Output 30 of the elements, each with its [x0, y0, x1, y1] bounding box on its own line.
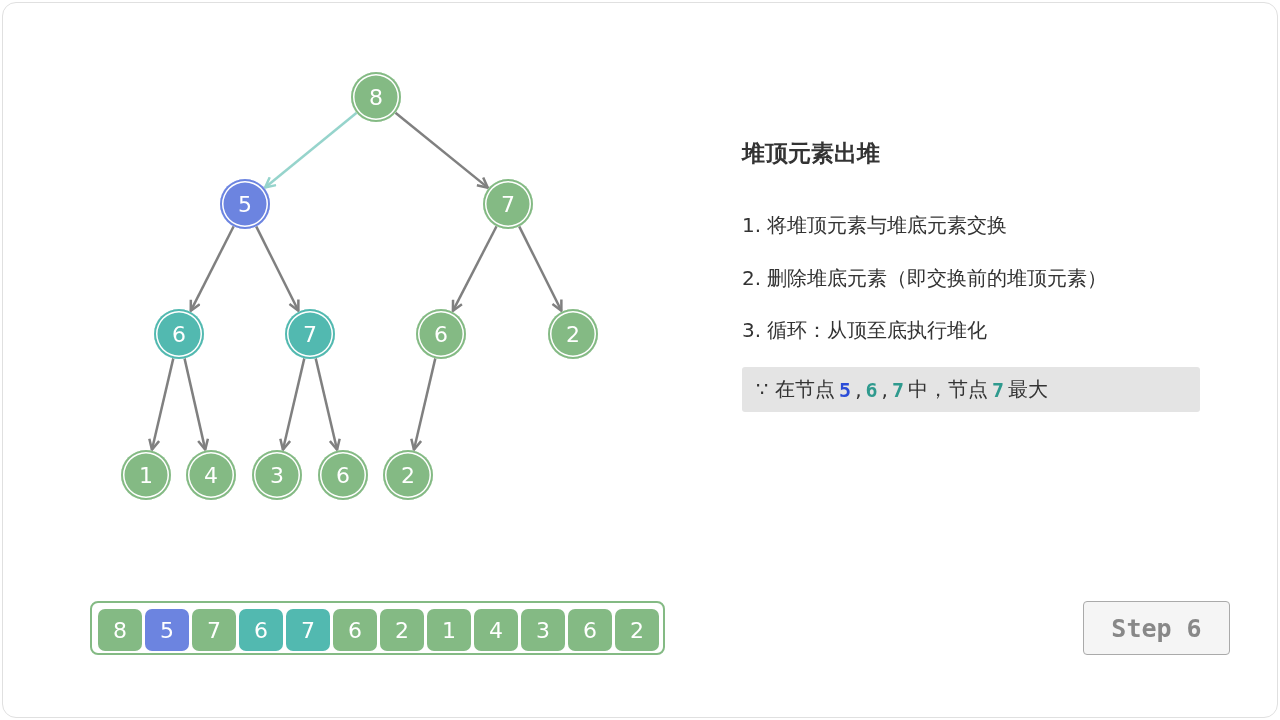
arrow [518, 225, 563, 312]
array-cell: 5 [145, 609, 189, 651]
arrow [451, 225, 498, 313]
arrow [263, 111, 358, 189]
array-cell: 8 [98, 609, 142, 651]
arrow [189, 225, 235, 313]
array-cell: 7 [286, 609, 330, 651]
step-text: 3. 循环：从顶至底执行堆化 [742, 317, 988, 344]
heading: 堆顶元素出堆 [742, 139, 880, 168]
array-cell: 2 [615, 609, 659, 651]
arrow [314, 358, 341, 451]
step-text: 1. 将堆顶元素与堆底元素交换 [742, 212, 1008, 239]
array-cell: 6 [239, 609, 283, 651]
step-badge: Step 6 [1083, 601, 1230, 655]
arrow [394, 111, 490, 189]
array-box [90, 601, 665, 655]
array-cell: 2 [380, 609, 424, 651]
array-cell: 6 [333, 609, 377, 651]
arrow [410, 358, 437, 451]
array-cell: 1 [427, 609, 471, 651]
arrow [183, 358, 210, 451]
arrow [148, 358, 175, 451]
array-cell: 7 [192, 609, 236, 651]
note-box: ∵ 在节点 5, 6, 7 中，节点 7 最大 [742, 367, 1200, 412]
arrow [279, 358, 306, 451]
array-cell: 6 [568, 609, 612, 651]
array-cell: 3 [521, 609, 565, 651]
array-cell: 4 [474, 609, 518, 651]
arrow [255, 225, 300, 312]
step-text: 2. 删除堆底元素（即交换前的堆顶元素） [742, 264, 1108, 292]
